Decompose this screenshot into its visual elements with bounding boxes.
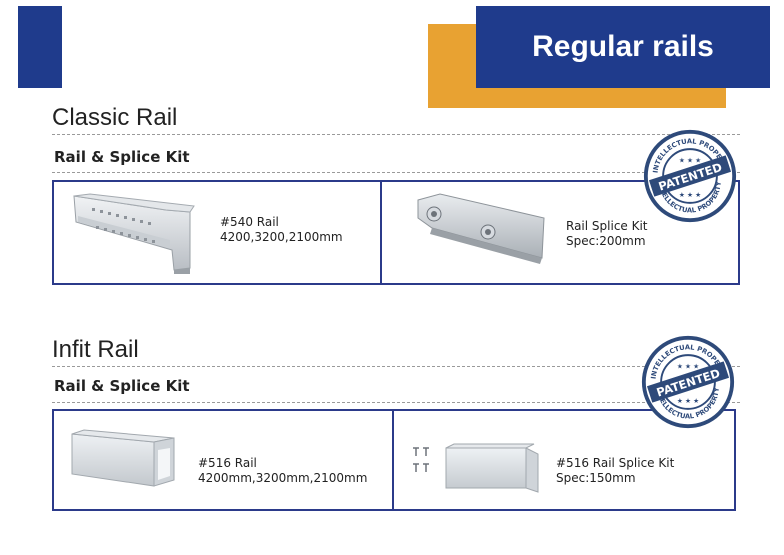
patented-stamp: INTELLECTUAL PROPERTY INTELLECTUAL PROPE… [641, 335, 735, 429]
section-title-infit-rail: Infit Rail [52, 336, 139, 363]
product-name: #516 Rail [198, 456, 257, 470]
box-divider [392, 409, 394, 511]
section-subtitle: Rail & Splice Kit [54, 377, 190, 395]
product-spec: 4200mm,3200mm,2100mm [198, 471, 368, 485]
box-divider [380, 180, 382, 285]
divider-line [52, 366, 740, 367]
svg-text:★ ★ ★: ★ ★ ★ [679, 157, 701, 165]
product-box-infit [52, 409, 736, 511]
left-accent-bar [18, 6, 62, 88]
patented-stamp: INTELLECTUAL PROPERTY INTELLECTUAL PROPE… [643, 129, 737, 223]
splice-kit-image [417, 193, 545, 264]
product-spec: 4200,3200,2100mm [220, 230, 343, 244]
svg-text:★ ★ ★: ★ ★ ★ [677, 397, 699, 405]
svg-text:★ ★ ★: ★ ★ ★ [677, 363, 699, 371]
product-name: #540 Rail [220, 215, 279, 229]
section-title-classic-rail: Classic Rail [52, 104, 178, 131]
product-name: #516 Rail Splice Kit [556, 456, 675, 470]
aluminum-rail-image [71, 429, 175, 487]
product-name: Rail Splice Kit [566, 219, 648, 233]
section-subtitle: Rail & Splice Kit [54, 148, 190, 166]
aluminum-rail-image [73, 193, 195, 274]
product-spec: Spec:200mm [566, 234, 646, 248]
page-title: Regular rails [476, 6, 770, 88]
divider-line [52, 402, 740, 403]
product-spec: Spec:150mm [556, 471, 636, 485]
svg-text:★ ★ ★: ★ ★ ★ [679, 191, 701, 199]
divider-line [52, 172, 740, 173]
divider-line [52, 134, 740, 135]
splice-kit-image [413, 443, 539, 493]
